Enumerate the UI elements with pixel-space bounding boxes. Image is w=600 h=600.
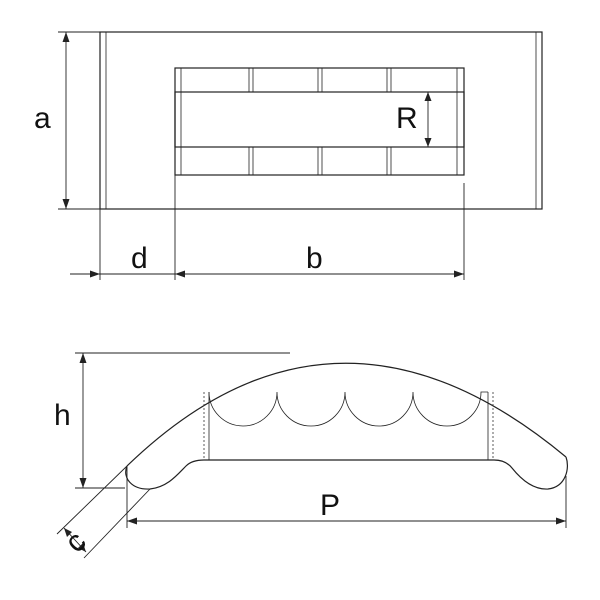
- left-end: [125, 459, 205, 490]
- dimension-p: P: [126, 466, 567, 528]
- outer-plate: [99, 31, 543, 210]
- side-view: h P c: [54, 352, 569, 559]
- right-end: [493, 456, 569, 490]
- dimension-d-b: d b: [70, 175, 465, 280]
- inner-window: [174, 67, 465, 176]
- top-view: a R d b: [34, 31, 543, 280]
- label-a: a: [34, 102, 51, 135]
- label-h: h: [54, 399, 71, 432]
- central-band: [174, 91, 465, 148]
- dimension-c: c: [56, 465, 151, 559]
- outer-arc: [126, 362, 567, 467]
- label-r: R: [396, 102, 418, 135]
- dimension-h: h: [54, 352, 290, 489]
- label-d: d: [131, 242, 148, 275]
- dimension-a: a: [34, 31, 100, 210]
- dimension-r: R: [396, 92, 432, 147]
- label-b: b: [306, 242, 323, 275]
- label-p: P: [320, 489, 340, 522]
- scalloped-profile: [208, 391, 488, 427]
